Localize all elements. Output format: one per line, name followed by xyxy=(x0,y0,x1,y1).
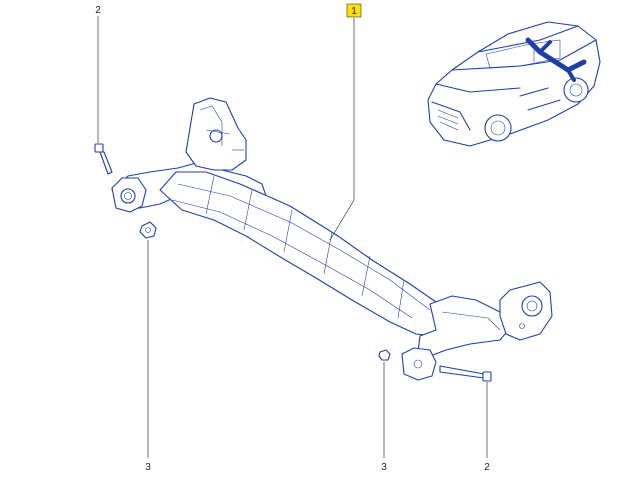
callout-1-highlight xyxy=(346,3,362,18)
vehicle-location-inset xyxy=(427,21,601,147)
leader-lines xyxy=(97,16,488,458)
callout-label: 2 xyxy=(484,462,490,473)
nut-right xyxy=(378,349,391,361)
callout-label: 3 xyxy=(145,462,151,473)
bolt-left xyxy=(94,143,113,175)
callout-3-right: 3 xyxy=(381,462,387,473)
nut-left xyxy=(139,221,157,239)
callout-label: 2 xyxy=(95,5,101,16)
callout-label: 1 xyxy=(351,6,357,17)
callout-2-right: 2 xyxy=(484,462,490,473)
rear-axle-beam xyxy=(111,97,553,381)
callout-label: 3 xyxy=(381,462,387,473)
callout-3-left: 3 xyxy=(145,462,151,473)
callout-1: 1 xyxy=(346,3,362,18)
bolt-right xyxy=(439,365,492,382)
callout-2-left: 2 xyxy=(95,5,101,16)
